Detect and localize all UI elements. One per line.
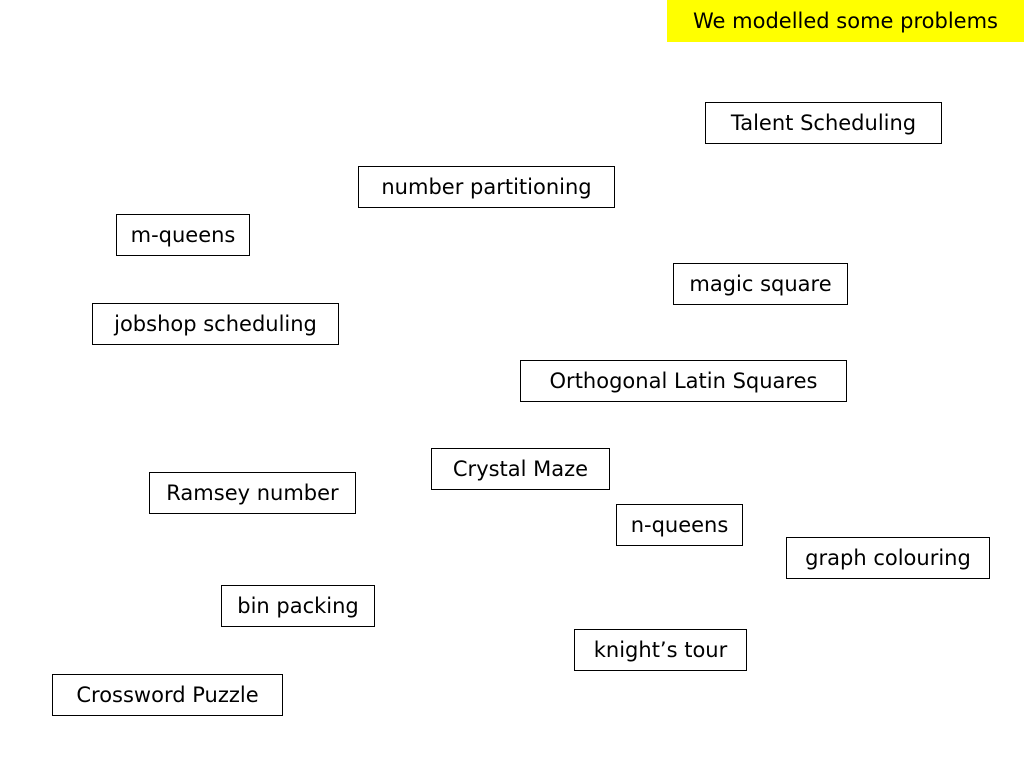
problem-box-orthogonal-latin-squares: Orthogonal Latin Squares (520, 360, 847, 402)
problem-box-bin-packing: bin packing (221, 585, 375, 627)
problem-box-magic-square: magic square (673, 263, 848, 305)
problem-box-ramsey-number: Ramsey number (149, 472, 356, 514)
slide-title: We modelled some problems (667, 0, 1024, 42)
problem-box-talent-scheduling: Talent Scheduling (705, 102, 942, 144)
problem-box-crossword-puzzle: Crossword Puzzle (52, 674, 283, 716)
problem-box-graph-colouring: graph colouring (786, 537, 990, 579)
problem-box-number-partitioning: number partitioning (358, 166, 615, 208)
problem-box-crystal-maze: Crystal Maze (431, 448, 610, 490)
problem-box-m-queens: m-queens (116, 214, 250, 256)
problem-box-n-queens: n-queens (616, 504, 743, 546)
problem-box-knights-tour: knight’s tour (574, 629, 747, 671)
problem-box-jobshop-scheduling: jobshop scheduling (92, 303, 339, 345)
